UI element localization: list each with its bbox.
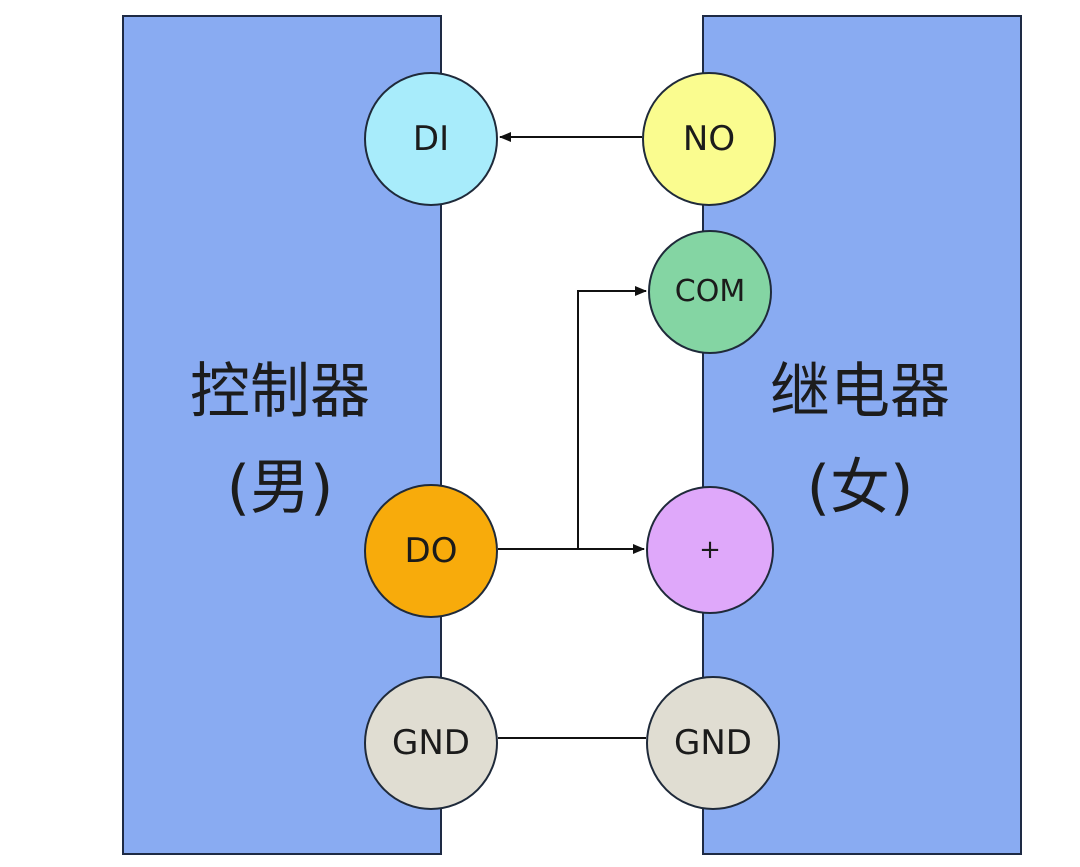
relay-subtitle: (女) [806,453,914,523]
terminal-plus: + [646,486,774,614]
terminal-com-label: COM [674,274,746,309]
terminal-gnd-controller: GND [364,676,498,810]
controller-title: 控制器 [190,357,370,427]
terminal-gnd-relay-label: GND [674,723,752,763]
terminal-do: DO [364,484,498,618]
terminal-gnd-relay: GND [646,676,780,810]
terminal-di: DI [364,72,498,206]
terminal-gnd-controller-label: GND [392,723,470,763]
terminal-no: NO [642,72,776,206]
relay-title: 继电器 [770,357,950,427]
terminal-no-label: NO [682,119,736,159]
wire-do-to-com [577,286,647,549]
terminal-plus-label: + [699,535,721,565]
terminal-di-label: DI [412,119,450,159]
controller-subtitle: (男) [226,453,334,523]
terminal-do-label: DO [404,531,458,571]
terminal-com: COM [648,230,772,354]
